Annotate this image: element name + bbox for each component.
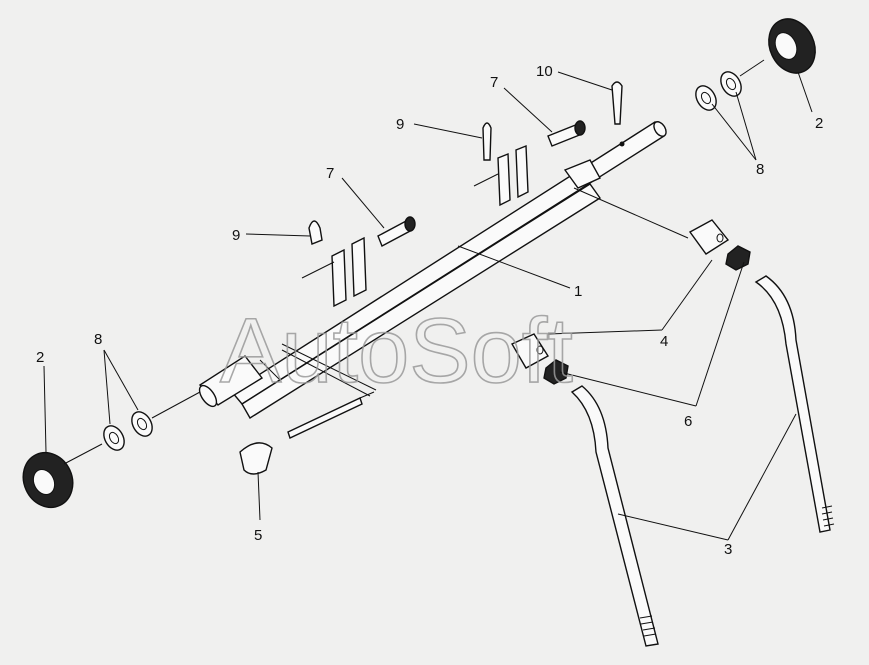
leader-lines [43,59,813,541]
lever-rod [281,343,377,439]
nut-right [725,245,751,271]
callout-labels: 10 7 9 7 9 2 8 1 4 6 3 5 2 8 [36,63,823,558]
cotter-pin-top [611,81,623,125]
callout-7-upper: 7 [490,74,498,91]
callout-1: 1 [574,283,582,300]
callout-8-left: 8 [94,331,102,348]
watermark: AutoSoft [220,300,573,402]
nut-left [543,359,569,385]
pin-lower [377,216,416,247]
block-left [511,333,549,369]
callout-9-lower: 9 [232,227,240,244]
cotter-pin-lower [308,220,323,245]
pin-upper [547,120,586,147]
bushing-right [768,18,816,74]
block-right [688,219,730,255]
threaded-rod-left [570,385,659,647]
callout-4: 4 [660,333,668,350]
callout-5: 5 [254,527,262,544]
cotter-pin-upper [482,122,492,161]
knob [239,442,273,475]
callout-3: 3 [724,541,732,558]
threaded-rod-right [754,275,835,533]
bushing-left [22,451,74,509]
washers-right [695,71,742,111]
bracket-lower [301,236,367,308]
bracket-upper [473,144,529,207]
callout-2-left: 2 [36,349,44,366]
callout-10: 10 [536,63,553,80]
washers-left [103,411,153,451]
main-shaft [198,121,667,419]
callout-6: 6 [684,413,692,430]
callout-8-right: 8 [756,161,764,178]
callout-2-right: 2 [815,115,823,132]
callout-9-upper: 9 [396,116,404,133]
callout-7-lower: 7 [326,165,334,182]
